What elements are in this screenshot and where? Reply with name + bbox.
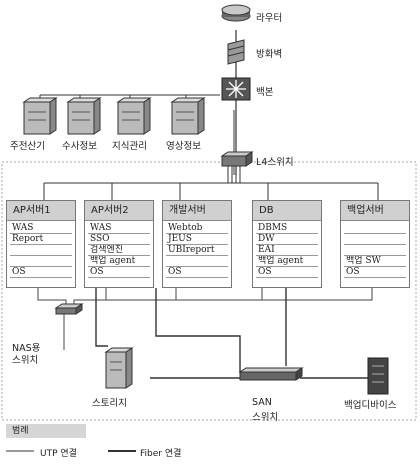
server-icon-main: [22, 97, 58, 135]
server-box-ap1: AP서버1 WAS Report OS: [6, 200, 76, 288]
server-title: DB: [253, 201, 321, 221]
server-title: 개발서버: [163, 201, 231, 221]
server-box-dev: 개발서버 Webtob JEUS UBIreport OS: [162, 200, 232, 288]
server-row: OS: [10, 267, 72, 278]
nas-switch-label-1: NAS용: [12, 343, 41, 354]
router-icon: [221, 4, 251, 22]
san-switch-label-1: SAN: [252, 397, 272, 408]
top-server-label-1: 주전산기: [10, 141, 45, 152]
server-box-ap2: AP서버2 WAS SSO 검색엔진 백업 agent OS: [84, 200, 154, 288]
server-icon-video: [170, 97, 206, 135]
server-box-backup: 백업서버 백업 SW OS: [340, 200, 410, 288]
server-icon-knowledge: [116, 97, 152, 135]
storage-icon: [104, 347, 134, 389]
backup-device-label: 백업디바이스: [344, 400, 397, 411]
server-row: EAI: [256, 245, 318, 256]
server-row: OS: [344, 267, 406, 278]
l4-switch-label: L4스위치: [256, 157, 294, 168]
server-row: Webtob: [166, 223, 228, 234]
top-server-label-2: 수사정보: [62, 141, 97, 152]
server-row: WAS: [88, 223, 150, 234]
router-label: 라우터: [256, 13, 283, 24]
server-row: DW: [256, 234, 318, 245]
san-switch-label-2: 스위치: [252, 412, 279, 423]
storage-label: 스토리지: [92, 398, 127, 409]
server-row: 백업 SW: [344, 256, 406, 267]
server-row: [344, 245, 406, 256]
server-row: DBMS: [256, 223, 318, 234]
backbone-label: 백본: [256, 87, 274, 98]
legend-fiber-label: Fiber 연결: [140, 449, 182, 459]
fiber-links: [95, 288, 370, 379]
server-row: UBIreport: [166, 245, 228, 256]
server-row: OS: [166, 267, 228, 278]
server-row: [344, 234, 406, 245]
server-title: 백업서버: [341, 201, 409, 221]
firewall-icon: [227, 39, 245, 65]
san-switch-icon: [238, 367, 304, 381]
server-row: 백업 agent: [88, 256, 150, 267]
firewall-label: 방화벽: [256, 49, 283, 60]
nas-switch-label-2: 스위치: [12, 355, 39, 366]
backbone-switch-icon: [221, 77, 251, 101]
server-row: 검색엔진: [88, 245, 150, 256]
server-row: [10, 245, 72, 256]
server-row: Report: [10, 234, 72, 245]
server-icon-investigation: [66, 97, 102, 135]
l4-switch-icon: [220, 151, 254, 183]
server-row: [166, 256, 228, 267]
server-row: [10, 256, 72, 267]
legend-title: 범례: [6, 424, 86, 438]
nas-switch-icon: [54, 303, 84, 315]
server-title: AP서버1: [7, 201, 75, 221]
server-title: AP서버2: [85, 201, 153, 221]
backup-device-icon: [367, 357, 389, 395]
top-server-label-3: 지식관리: [112, 141, 147, 152]
utp-links: [37, 288, 373, 350]
server-row: OS: [88, 267, 150, 278]
server-row: SSO: [88, 234, 150, 245]
server-row: WAS: [10, 223, 72, 234]
server-row: [344, 223, 406, 234]
server-box-db: DB DBMS DW EAI 백업 agent OS: [252, 200, 322, 288]
top-server-label-4: 영상정보: [166, 141, 201, 152]
server-row: JEUS: [166, 234, 228, 245]
legend-utp-label: UTP 연결: [40, 449, 77, 459]
server-row: OS: [256, 267, 318, 278]
server-row: 백업 agent: [256, 256, 318, 267]
